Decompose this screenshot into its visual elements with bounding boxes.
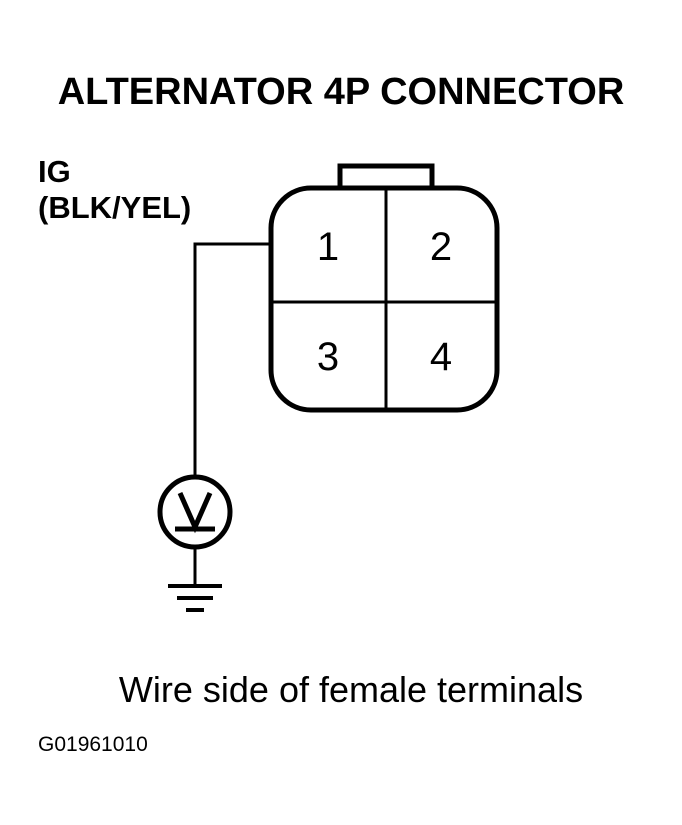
terminal-2-label: 2 bbox=[430, 225, 452, 269]
connector-body bbox=[268, 185, 500, 413]
diagram-title: ALTERNATOR 4P CONNECTOR bbox=[57, 71, 625, 113]
probe-wire bbox=[193, 242, 271, 478]
terminal-3-label: 3 bbox=[317, 335, 339, 379]
connector-lock-tab bbox=[337, 163, 435, 190]
wire-label: IG (BLK/YEL) bbox=[38, 154, 191, 226]
terminal-1-label: 1 bbox=[317, 225, 339, 269]
voltmeter-circle bbox=[157, 474, 233, 550]
terminal-4-label: 4 bbox=[430, 335, 452, 379]
wire-circuit-label: IG bbox=[38, 154, 71, 189]
ground-icon bbox=[168, 584, 222, 612]
diagram-caption: Wire side of female terminals bbox=[118, 669, 584, 710]
figure-id: G01961010 bbox=[38, 733, 148, 756]
wire-color-label: (BLK/YEL) bbox=[38, 190, 192, 225]
